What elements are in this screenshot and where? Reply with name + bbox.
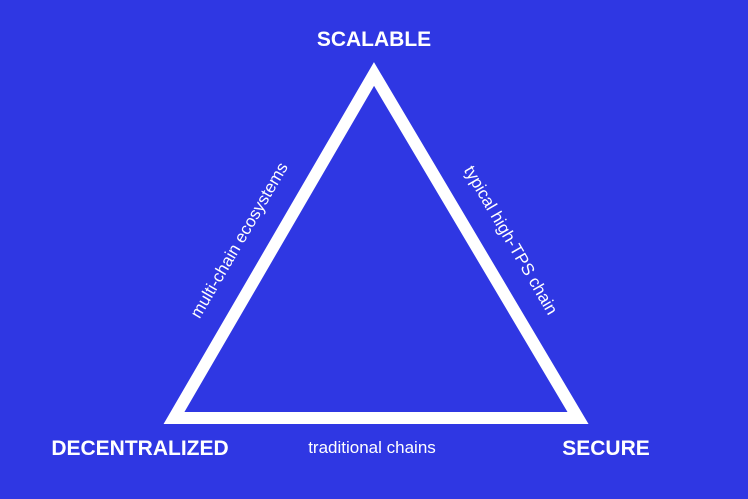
edge-label-bottom: traditional chains xyxy=(308,438,436,457)
vertex-label-bottom-left: DECENTRALIZED xyxy=(51,437,228,460)
vertex-label-top: SCALABLE xyxy=(317,28,431,51)
trilemma-triangle xyxy=(163,62,589,424)
vertex-label-bottom-right: SECURE xyxy=(562,437,650,460)
